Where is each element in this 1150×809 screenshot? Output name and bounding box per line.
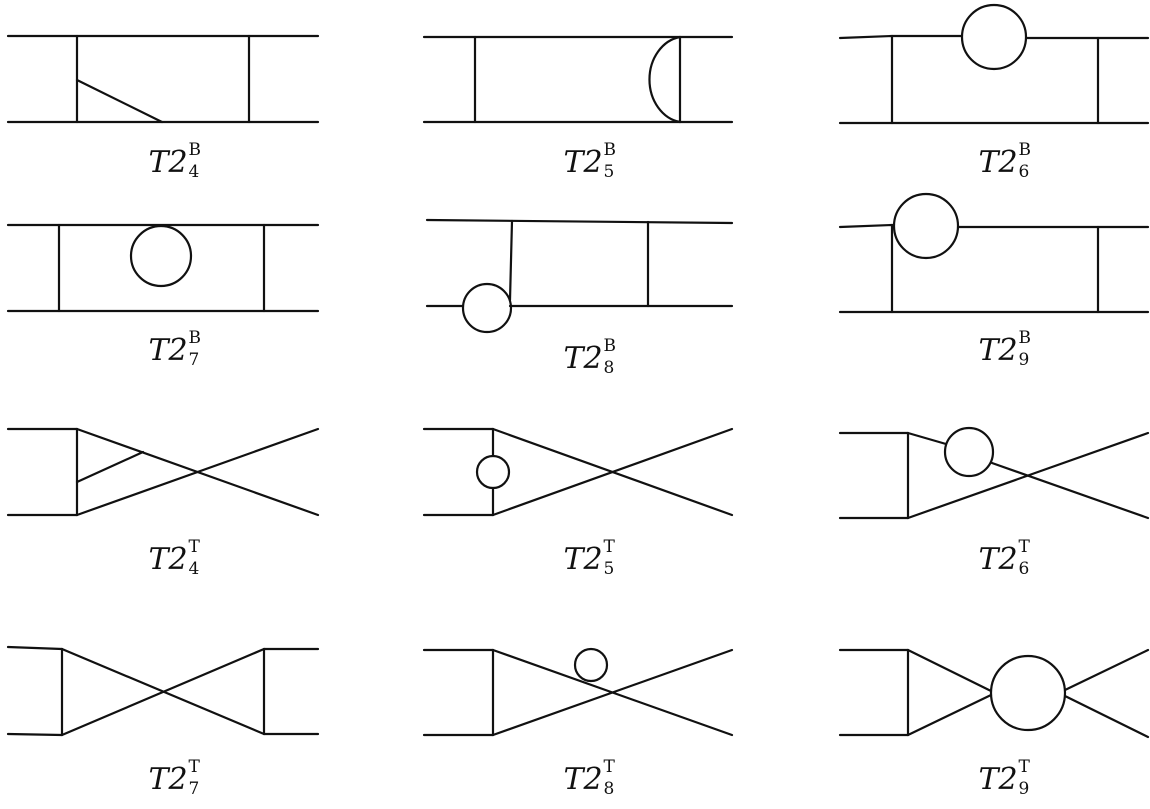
diagram-t2t7 <box>6 645 320 737</box>
diagram-t2t6 <box>838 426 1150 520</box>
diagram-t2b9 <box>838 192 1150 314</box>
diagram-t2t9 <box>838 648 1150 739</box>
diagram-t2t4 <box>6 427 320 517</box>
diagram-t2b6 <box>838 3 1150 125</box>
diagram-t2t5 <box>422 427 734 517</box>
diagram-t2t8 <box>422 647 734 737</box>
diagram-t2b4 <box>6 34 320 124</box>
diagram-t2b7 <box>6 223 320 313</box>
diagram-t2b8 <box>425 218 734 334</box>
diagram-t2b5 <box>422 35 734 124</box>
